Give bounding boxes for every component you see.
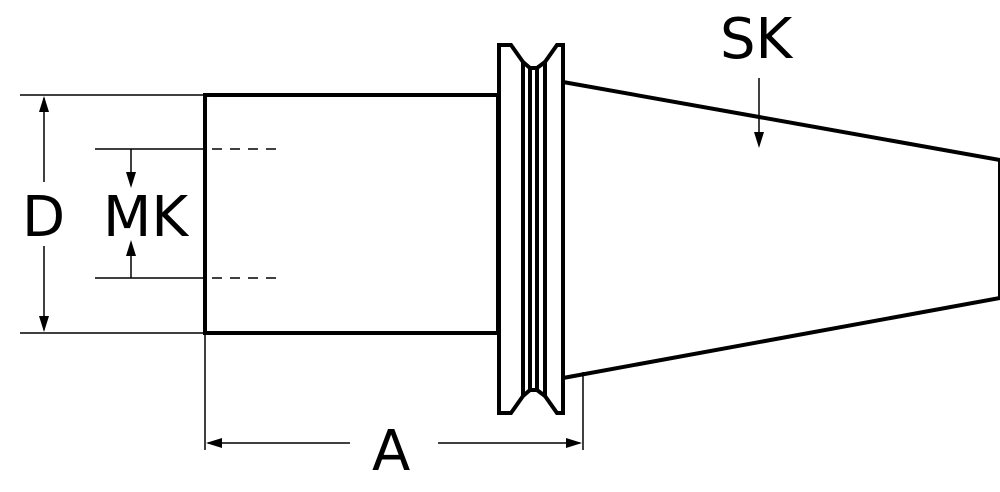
mk-arrow-up-icon <box>126 240 136 256</box>
taper-cone <box>562 80 1000 380</box>
label-d: D <box>22 185 65 250</box>
label-a: A <box>372 419 410 484</box>
a-arrow-left-icon <box>206 438 222 448</box>
d-arrow-down-icon <box>39 316 49 332</box>
flange-right-ring <box>543 43 565 415</box>
flange-left-ring <box>497 43 525 415</box>
mk-arrow-down-icon <box>126 172 136 188</box>
sk-arrow-down-icon <box>754 132 764 148</box>
flange-v-groove <box>521 60 547 398</box>
shank-body <box>203 93 500 335</box>
d-arrow-up-icon <box>39 96 49 112</box>
label-mk: MK <box>103 185 189 250</box>
a-arrow-right-icon <box>566 438 582 448</box>
label-sk: SK <box>720 7 794 72</box>
